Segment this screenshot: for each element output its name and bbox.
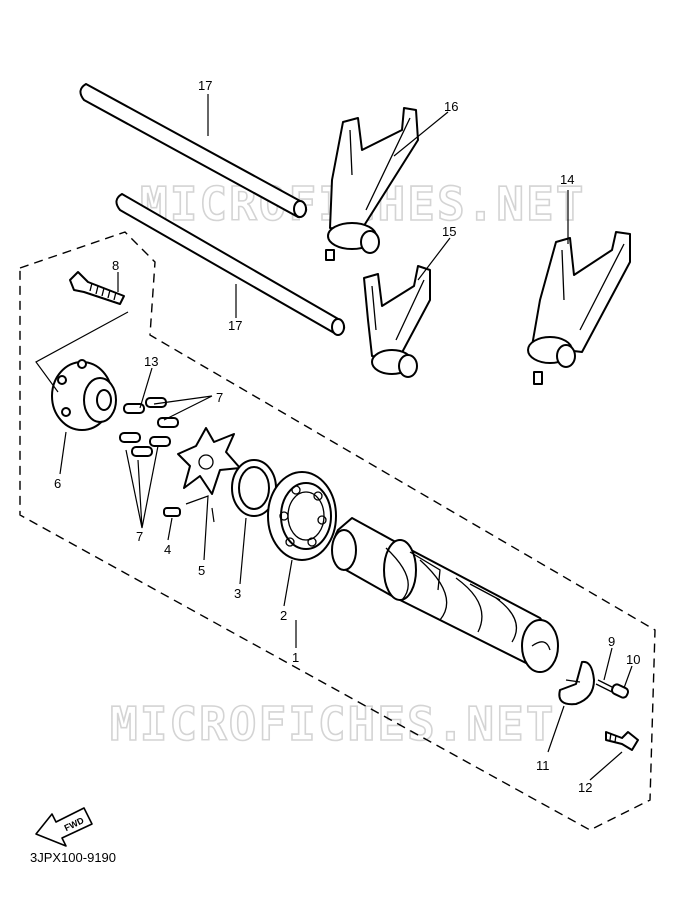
stopper-plate-5 <box>177 427 241 495</box>
callout-3: 3 <box>234 586 241 601</box>
diagram-code: 3JPX100-9190 <box>30 850 117 865</box>
shift-fork-shaft-upper <box>79 83 308 218</box>
circlip-3 <box>231 459 277 517</box>
bearing-2 <box>267 471 337 561</box>
pins-7 <box>119 397 179 457</box>
callout-7-left: 7 <box>136 529 143 544</box>
callout-14: 14 <box>560 172 574 187</box>
shift-fork-shaft-lower <box>115 193 346 336</box>
shift-fork-16 <box>325 107 419 261</box>
assembly-boundary <box>19 231 656 831</box>
leader-lines <box>35 94 633 781</box>
pin-9 <box>595 679 615 693</box>
callout-5: 5 <box>198 563 205 578</box>
fwd-arrow-icon: FWD <box>35 807 93 847</box>
shift-fork-14 <box>527 231 631 385</box>
segment-6 <box>51 359 117 431</box>
callout-16: 16 <box>444 99 458 114</box>
callout-10: 10 <box>626 652 640 667</box>
callout-12: 12 <box>578 780 592 795</box>
callout-7-right: 7 <box>216 390 223 405</box>
callout-1: 1 <box>292 650 299 665</box>
callout-11: 11 <box>536 758 550 773</box>
callout-6: 6 <box>54 476 61 491</box>
plate-11 <box>558 660 595 706</box>
callout-9: 9 <box>608 634 615 649</box>
screw-12 <box>605 731 639 751</box>
callout-8: 8 <box>112 258 119 273</box>
callout-2: 2 <box>280 608 287 623</box>
callout-4: 4 <box>164 542 171 557</box>
shift-fork-15 <box>363 265 431 378</box>
pin-4 <box>163 507 181 517</box>
shift-drum-1 <box>331 517 559 673</box>
watermark-bottom: MICROFICHES.NET <box>110 697 555 751</box>
screw-8 <box>69 271 125 305</box>
bolt-10 <box>610 683 630 699</box>
callout-17-lower: 17 <box>228 318 242 333</box>
callout-15: 15 <box>442 224 456 239</box>
callout-13: 13 <box>144 354 158 369</box>
callout-17-upper: 17 <box>198 78 212 93</box>
